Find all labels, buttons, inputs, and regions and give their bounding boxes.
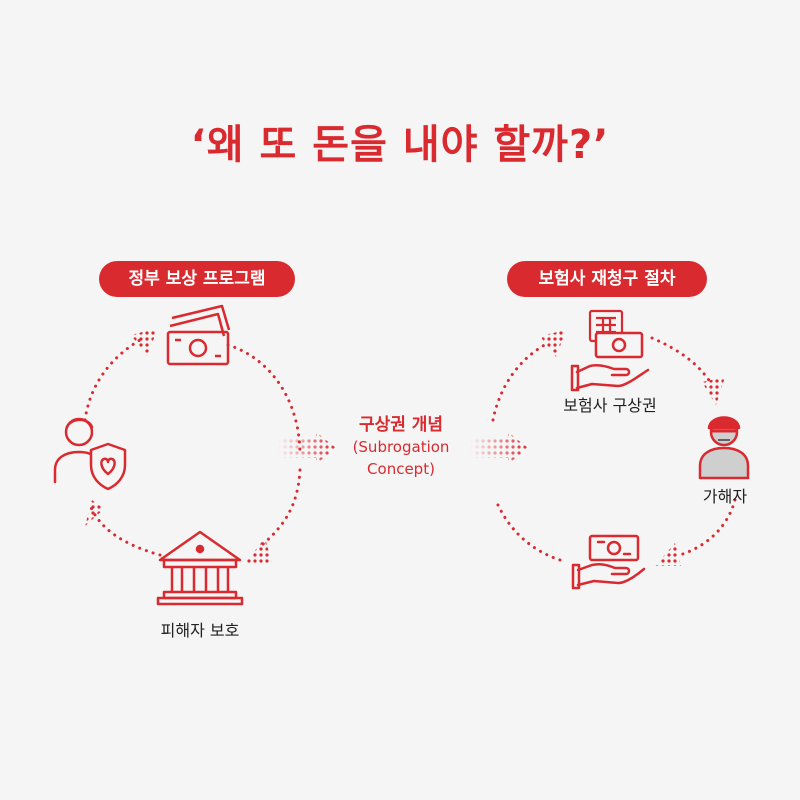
insurer-claim-heading: 보험사 재청구 절차 bbox=[507, 261, 707, 297]
offender-icon bbox=[698, 416, 750, 480]
right-cycle-arc-right bbox=[678, 498, 737, 557]
left-cycle bbox=[83, 338, 302, 557]
right-cycle-arc-left bbox=[491, 341, 550, 422]
right-arrowhead-top bbox=[540, 330, 566, 357]
concept-english-line-1: (Subrogation bbox=[352, 438, 450, 456]
left-cycle-arc-bottom-right bbox=[260, 468, 302, 547]
subrogation-concept: 구상권 개념 (Subrogation Concept) bbox=[330, 414, 472, 480]
offender-label: 가해자 bbox=[702, 487, 748, 506]
concept-english-line-2: Concept) bbox=[367, 460, 435, 478]
cash-stack-icon bbox=[166, 304, 231, 366]
left-arrowhead-bottom-left bbox=[85, 500, 104, 526]
right-cycle bbox=[491, 336, 737, 562]
center-flow-arrow-left bbox=[278, 432, 336, 464]
hand-cash-icon bbox=[570, 331, 650, 392]
page-title: ‘왜 또 돈을 내야 할까?’ bbox=[190, 122, 610, 168]
right-arrowhead-right bbox=[702, 377, 725, 405]
left-arrowhead-top bbox=[131, 328, 158, 356]
government-program-heading: 정부 보상 프로그램 bbox=[99, 261, 295, 297]
right-cycle-arc-bottom bbox=[496, 503, 562, 562]
right-cycle-arc-top bbox=[650, 336, 714, 387]
person-shield-icon bbox=[53, 417, 127, 491]
center-flow-arrow-right bbox=[470, 432, 528, 464]
left-cycle-arc-top bbox=[226, 343, 302, 457]
left-cycle-arc-top-left bbox=[83, 338, 142, 422]
left-arrowhead-bottom-right bbox=[245, 538, 272, 563]
government-building-icon bbox=[156, 530, 244, 606]
insurer-subrogation-label: 보험사 구상권 bbox=[563, 396, 657, 415]
right-arrowhead-bottom-right bbox=[655, 543, 681, 566]
left-cycle-arc-bottom-left bbox=[88, 503, 162, 557]
concept-korean: 구상권 개념 bbox=[358, 415, 444, 435]
victim-protection-label: 피해자 보호 bbox=[160, 621, 240, 640]
hand-cash-icon bbox=[571, 534, 646, 590]
